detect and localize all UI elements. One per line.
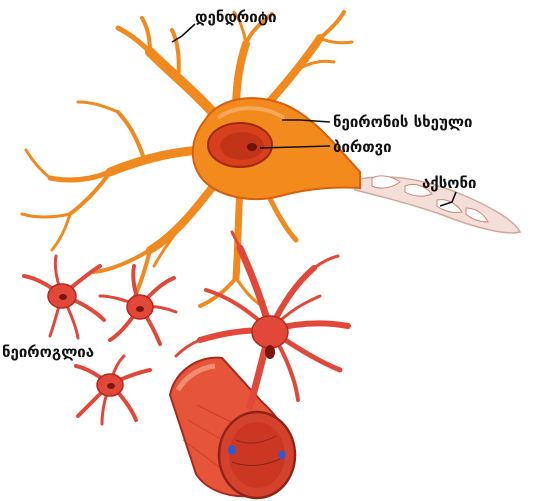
neuroglia-label: ნეიროგლია bbox=[2, 343, 94, 361]
cell-body-label: ნეირონის სხეული bbox=[333, 113, 472, 131]
glia-cell-1 bbox=[24, 256, 104, 338]
blood-vessel bbox=[170, 358, 295, 498]
glia-cell-2 bbox=[100, 266, 176, 344]
glia-cell-3 bbox=[76, 356, 150, 424]
axon-label: აქსონი bbox=[422, 174, 476, 192]
dendrite-label: დენდრიტი bbox=[195, 8, 277, 26]
nucleolus bbox=[247, 143, 257, 151]
nucleus-label: ბირთვი bbox=[333, 138, 392, 156]
